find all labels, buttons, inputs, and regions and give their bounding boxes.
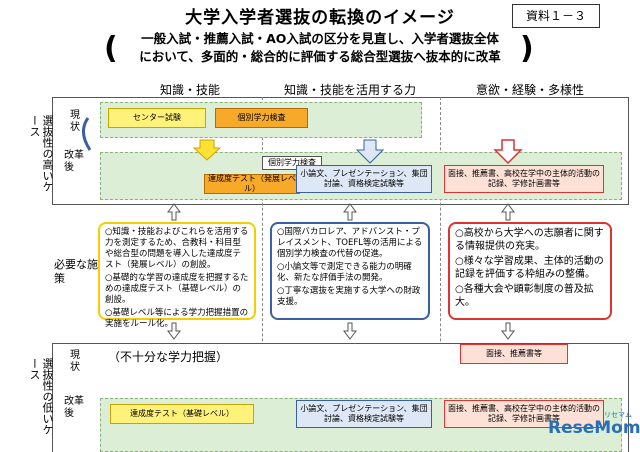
right-note-1: ○高校から大学への志願者に関する情報提供の充実。 xyxy=(455,228,604,252)
column-header-motivation: 意欲・経験・多様性 xyxy=(475,83,584,97)
arrow-down-yellow xyxy=(192,139,222,161)
arrow-down-right xyxy=(501,322,515,340)
left-notes: ○知識・技能およびこれらを活用する力を測定するため、合教科・科目型や総合型の問題… xyxy=(98,222,256,329)
bottom-side-label: 選抜性の低いケース xyxy=(28,358,54,435)
top-reform-label: 改革後 xyxy=(64,150,84,173)
center-note-1: ○国際バカロレア、アドバンスト・プレイスメント、TOEFL等の活用による個別学力… xyxy=(277,227,423,259)
bracket-right: ) xyxy=(520,31,534,66)
right-note-2: ○様々な学習成果、主体的活動の記録を評価する枠組みの整備。 xyxy=(455,256,604,280)
column-header-application: 知識・技能を活用する力 xyxy=(283,83,416,97)
subtitle-line-1: 一般入試・推薦入試・AO入試の区分を見直し、入学者選抜全体 xyxy=(141,31,499,46)
divider-2 xyxy=(440,97,441,452)
top-current-label: 現状 xyxy=(70,110,80,133)
measures-label: 必要な施策 xyxy=(54,258,98,285)
bottom-reform-label: 改革後 xyxy=(64,396,84,419)
bottom-current-label: 現状 xyxy=(70,350,80,373)
watermark-small: リセマム xyxy=(604,411,632,419)
individual-exam-box: 個別学力検査 xyxy=(215,108,308,128)
right-notes: ○高校から大学への志願者に関する情報提供の充実。 ○様々な学習成果、主体的活動の… xyxy=(448,222,612,320)
arrow-down-blue xyxy=(355,139,385,164)
center-exam-box: センター試験 xyxy=(108,108,206,128)
arrow-down-center xyxy=(343,322,357,340)
arrow-up-right xyxy=(501,203,515,221)
interview-records-bottom-box: 面接、推薦書、高校在学中の主体的活動の記録、学修計画書等 xyxy=(444,400,604,428)
essay-presentation-box: 小論文、プレゼンテーション、集団討論、資格検定試験等 xyxy=(296,165,432,193)
center-note-3: ○丁寧な選抜を実施する大学への財政支援。 xyxy=(277,286,421,307)
watermark-logo: ReseMom xyxy=(548,418,640,438)
insufficient-note: （不十分な学力把握） xyxy=(108,350,229,364)
interview-records-box: 面接、推薦書、高校在学中の主体的活動の記録、学修計画書等 xyxy=(444,165,604,193)
left-note-1: ○知識・技能およびこれらを活用する力を測定するため、合教科・科目型や総合型の問題… xyxy=(105,227,249,270)
reference-label: 資料１－３ xyxy=(512,4,600,28)
bracket-left: ( xyxy=(104,31,118,66)
center-note-2: ○小論文等で測定できる能力の明確化、新たな評価手法の開発。 xyxy=(277,262,412,283)
divider-1 xyxy=(262,97,263,452)
subtitle-line-2: において、多面的・総合的に評価する総合型選抜へ抜本的に改革 xyxy=(139,49,501,64)
top-side-label: 選抜性の高いケース xyxy=(28,115,54,192)
essay-presentation-bottom-box: 小論文、プレゼンテーション、集団討論、資格検定試験等 xyxy=(296,400,432,428)
right-note-3: ○各種大会や顕彰制度の普及拡大。 xyxy=(455,284,594,308)
column-header-knowledge: 知識・技能 xyxy=(159,83,220,97)
left-note-3: ○基礎レベル等による学力把握措置の実施をルール化。 xyxy=(105,308,249,329)
page-title: 大学入学者選抜の転換のイメージ xyxy=(185,8,455,28)
arrow-down-left xyxy=(167,322,181,340)
arrow-down-red xyxy=(493,139,523,165)
subtitle: 一般入試・推薦入試・AO入試の区分を見直し、入学者選抜全体 において、多面的・総… xyxy=(110,30,530,66)
curve-arrow-top xyxy=(82,117,92,151)
achievement-test-basic-box: 達成度テスト（基礎レベル） xyxy=(110,404,254,424)
center-notes: ○国際バカロレア、アドバンスト・プレイスメント、TOEFL等の活用による個別学力… xyxy=(270,222,430,320)
interview-recommend-box: 面接、推薦書等 xyxy=(460,344,568,364)
arrow-up-left xyxy=(167,203,181,221)
arrow-up-center xyxy=(343,203,357,221)
left-note-2: ○基礎的な学習の達成度を把握するための達成度テスト（基礎レベル）の創設。 xyxy=(105,273,249,305)
